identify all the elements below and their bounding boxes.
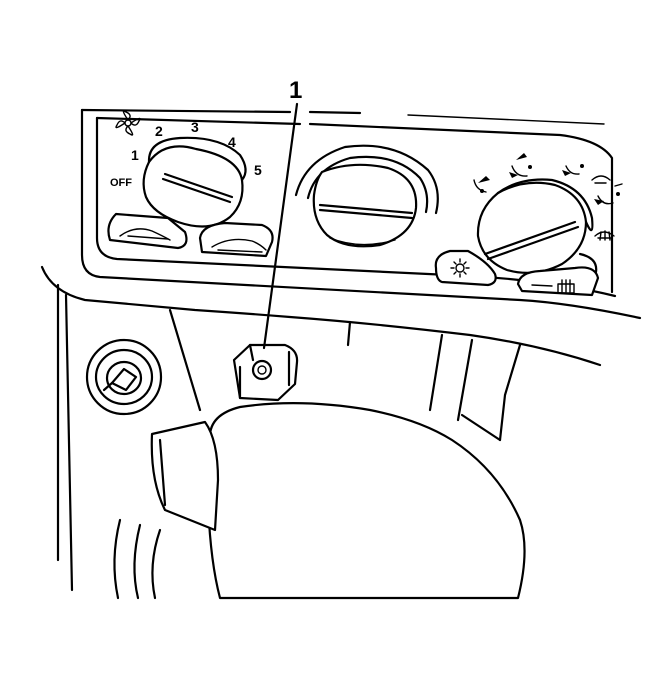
lower-console (40, 265, 602, 592)
defrost-icon (594, 230, 615, 241)
fan-speed-knob[interactable] (142, 136, 247, 228)
temperature-knob[interactable] (294, 144, 439, 248)
light-button[interactable] (434, 249, 497, 287)
fan-speed-5-label: 5 (254, 162, 262, 178)
fan-speed-2-label: 2 (155, 123, 163, 139)
mode-dial-bezel (578, 252, 598, 274)
steering-column-shroud (113, 402, 526, 600)
fan-icon (115, 110, 141, 136)
rear-defrost-button[interactable] (516, 266, 600, 297)
callout-number: 1 (289, 77, 302, 104)
floor-icon (562, 164, 584, 176)
fan-speed-off-label: OFF (110, 177, 132, 189)
callout-leader-line (262, 102, 299, 350)
fan-speed-1-label: 1 (131, 147, 139, 163)
lighter-socket (85, 338, 163, 416)
fan-speed-4-label: 4 (228, 134, 236, 150)
air-mode-knob[interactable] (476, 178, 594, 275)
fastener-boss (232, 343, 299, 402)
bilevel-icon (509, 153, 532, 178)
ac-button[interactable] (198, 221, 274, 258)
recirculation-button[interactable] (107, 212, 188, 250)
fan-speed-3-label: 3 (191, 119, 199, 135)
vent-icon (473, 176, 490, 193)
defrost-floor-icon (591, 175, 623, 205)
